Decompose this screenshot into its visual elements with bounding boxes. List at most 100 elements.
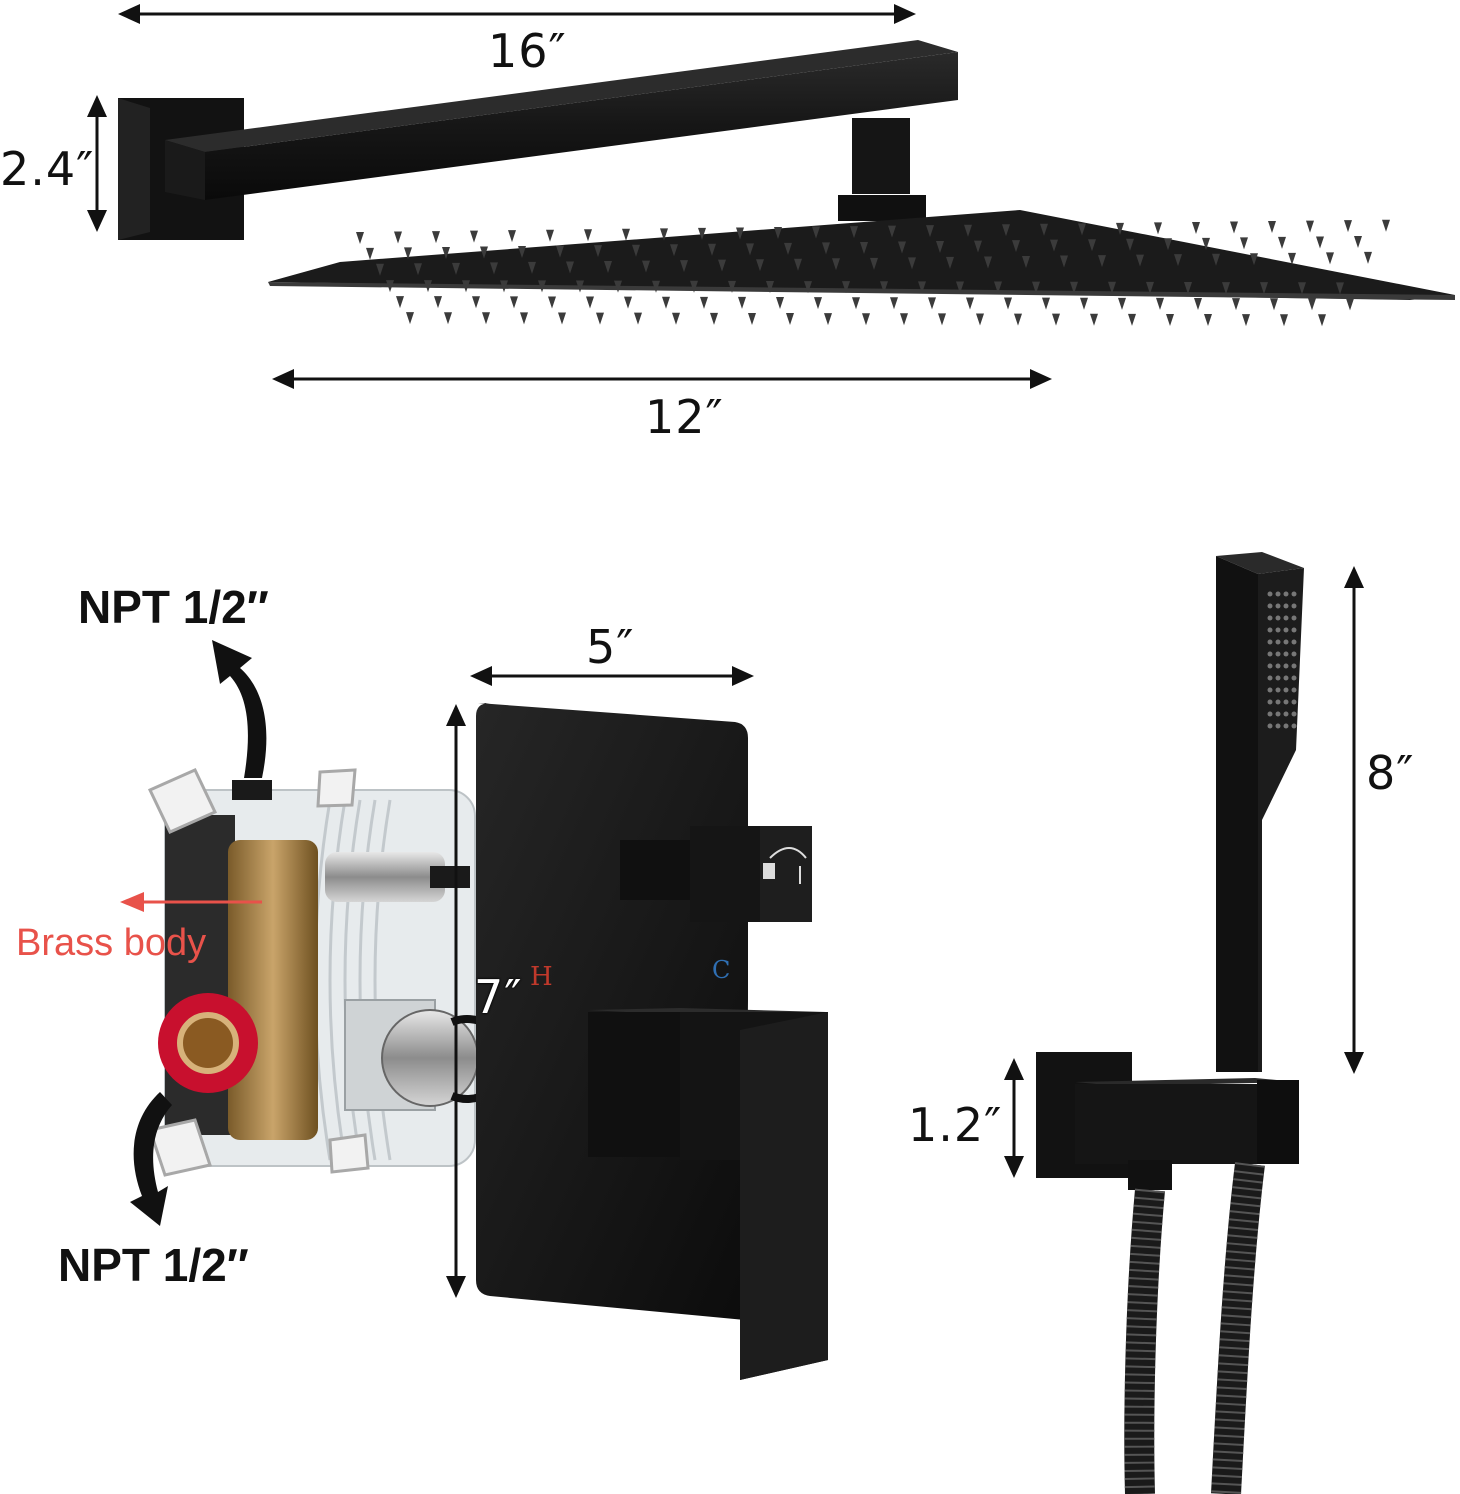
handshower-nozzle — [1275, 639, 1281, 645]
shower-arm — [118, 40, 958, 240]
nozzle — [852, 297, 860, 310]
nozzle — [1382, 219, 1390, 232]
nozzle — [946, 256, 954, 269]
nozzle — [926, 225, 934, 238]
head-width-label: 12″ — [645, 390, 724, 444]
nozzle — [938, 313, 946, 326]
handshower-nozzle — [1283, 711, 1289, 717]
nozzle — [918, 281, 926, 294]
handle-lever-highlight — [740, 1012, 828, 1380]
nozzle — [1204, 314, 1212, 327]
hose-connector — [1128, 1160, 1172, 1190]
nozzle — [900, 313, 908, 326]
nozzle — [462, 280, 470, 293]
valve-inlet-top-label: NPT 1/2″ — [78, 581, 269, 633]
nozzle — [928, 297, 936, 310]
handshower-nozzle — [1267, 675, 1273, 681]
nozzle — [1136, 254, 1144, 267]
nozzle — [394, 231, 402, 244]
nozzle — [738, 296, 746, 309]
dimension-arrows-handshower — [1004, 566, 1364, 1178]
nozzle — [1022, 256, 1030, 269]
handshower-set — [1036, 552, 1304, 1494]
nozzle — [710, 312, 718, 325]
nozzle — [356, 232, 364, 244]
nozzle — [386, 280, 394, 293]
handshower-nozzle — [1291, 687, 1297, 693]
nozzle — [888, 225, 896, 238]
nozzle — [1364, 251, 1372, 264]
valve-cartridge-cap — [381, 1009, 479, 1107]
nozzle — [652, 280, 660, 293]
nozzle — [1042, 297, 1050, 310]
nozzle — [698, 227, 706, 240]
nozzle — [842, 281, 850, 294]
mounting-brackets — [147, 768, 370, 1177]
nozzle — [1240, 237, 1248, 250]
handshower-nozzle — [1275, 651, 1281, 657]
nozzle — [1184, 281, 1192, 294]
nozzle — [1154, 222, 1162, 235]
handshower-nozzle — [1267, 723, 1273, 729]
nozzle — [1242, 314, 1250, 327]
nozzle — [432, 231, 440, 244]
handshower-nozzle — [1267, 687, 1273, 693]
nozzle — [1174, 254, 1182, 267]
handshower-nozzle — [1267, 603, 1273, 609]
nozzle — [490, 262, 498, 275]
curved-arrow-up — [212, 640, 267, 778]
nozzle — [414, 263, 422, 276]
nozzle — [500, 280, 508, 293]
nozzle — [718, 259, 726, 272]
nozzle — [936, 241, 944, 254]
nozzle — [1202, 237, 1210, 250]
nozzle — [376, 263, 384, 276]
inlet-opening — [177, 1012, 239, 1074]
shower-head-and-handshower-icon — [763, 847, 807, 884]
valve-stem-rod — [430, 866, 470, 888]
handshower-nozzle — [1275, 591, 1281, 597]
nozzle — [1060, 255, 1068, 268]
arm-connector — [852, 118, 910, 194]
arm-length-label: 16″ — [488, 24, 567, 78]
handshower-length-label: 8″ — [1366, 746, 1415, 800]
handshower-nozzle — [1267, 627, 1273, 633]
nozzle — [1156, 297, 1164, 310]
nozzle — [558, 312, 566, 325]
nozzle — [974, 240, 982, 253]
nozzle — [1164, 238, 1172, 251]
nozzle — [480, 246, 488, 259]
nozzle — [1230, 221, 1238, 234]
nozzle — [452, 262, 460, 275]
head-nozzles — [356, 219, 1390, 327]
nozzle — [700, 296, 708, 309]
nozzle — [766, 280, 774, 293]
nozzle — [1116, 222, 1124, 235]
nozzle — [1118, 297, 1126, 310]
nozzle — [1146, 281, 1154, 294]
nozzle — [1250, 253, 1258, 266]
inlet-arrows — [130, 640, 267, 1226]
arm-top-face — [165, 40, 958, 152]
handshower-nozzle — [1275, 675, 1281, 681]
nozzle — [1278, 236, 1286, 249]
nozzle — [1002, 224, 1010, 237]
handshower-nozzle — [1291, 723, 1297, 729]
handshower-nozzle — [1283, 591, 1289, 597]
holder-block — [1075, 1084, 1257, 1164]
handshower-nozzle — [1267, 591, 1273, 597]
nozzle — [984, 256, 992, 269]
nozzle — [1354, 236, 1362, 249]
nozzle — [670, 244, 678, 257]
nozzle — [624, 296, 632, 309]
nozzle — [1088, 239, 1096, 252]
nozzle — [976, 313, 984, 326]
handshower-nozzle — [1275, 603, 1281, 609]
nozzle — [1280, 314, 1288, 327]
brass-body-pointer — [120, 892, 262, 912]
nozzle — [1270, 298, 1278, 311]
flange-height-label: 2.4″ — [0, 142, 95, 196]
nozzle — [862, 313, 870, 326]
nozzle — [890, 297, 898, 310]
handshower-nozzles — [1267, 591, 1297, 729]
